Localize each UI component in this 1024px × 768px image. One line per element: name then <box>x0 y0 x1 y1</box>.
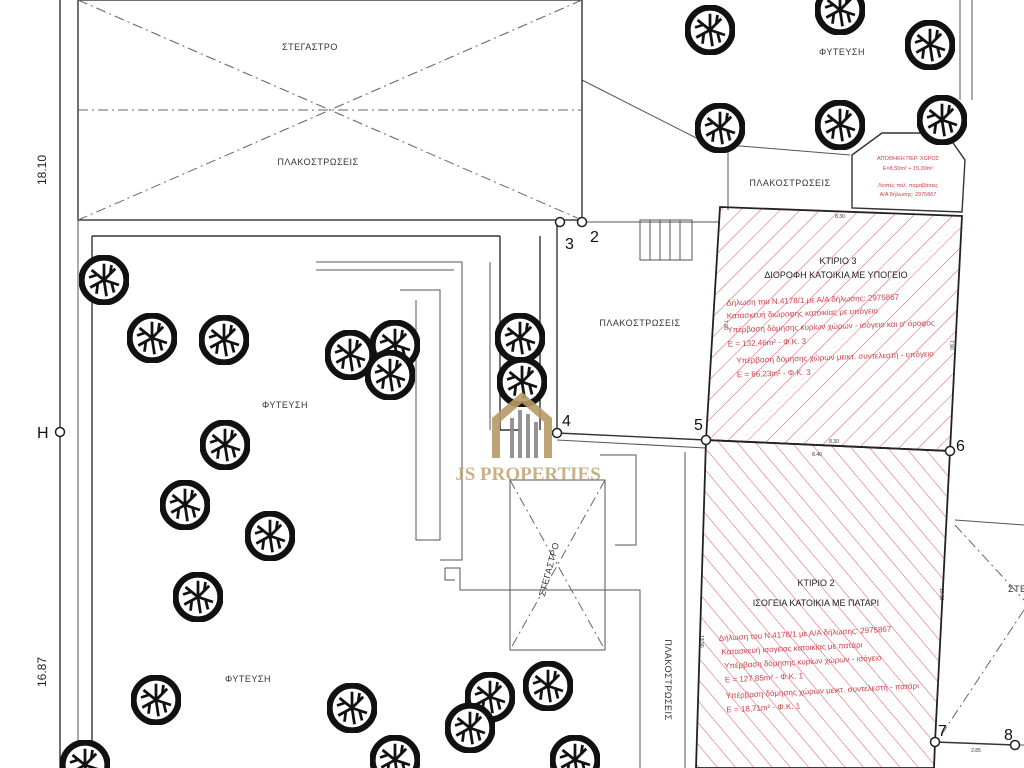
point-marker <box>576 216 588 228</box>
building-note: Ε = 127,85m² - Φ.Κ. 1 <box>725 671 804 684</box>
storage-note: Λοιπές πολ. παραβάσεις <box>878 182 938 189</box>
point-label: 4 <box>562 413 571 430</box>
tree-icon <box>526 664 571 709</box>
dimension-label: 8.30 <box>835 214 845 220</box>
plot-boundaries <box>59 0 1024 768</box>
planting-label: ΦΥΤΕΥΣΗ <box>225 674 271 684</box>
paving-label: ΠΛΑΚΟΣΤΡΩΣΕΙΣ <box>277 157 358 167</box>
point-label: 7 <box>938 723 947 740</box>
survey-points: 2 3 4 5 6 7 8 Η <box>37 216 1021 751</box>
point-label: 5 <box>694 417 703 434</box>
tree-icon <box>63 743 108 768</box>
point-label: Η <box>37 425 49 442</box>
tree-icon <box>448 706 493 751</box>
canopy-area-mid: ΣΤΕΓΑΣΤΡΟ <box>509 479 606 651</box>
canopy-area-top: ΣΤΕΓΑΣΤΡΟ ΠΛΑΚΟΣΤΡΩΣΕΙΣ <box>77 0 583 221</box>
tree-icon <box>908 23 953 68</box>
tree-icon <box>698 106 743 151</box>
planting-label: ΦΥΤΕΥΣΗ <box>262 400 308 410</box>
tree-icon <box>688 8 733 53</box>
dimension-label: 2.85 <box>971 748 981 754</box>
planting-label: ΦΥΤΕΥΣΗ <box>819 47 865 57</box>
building-subtitle: ΙΣΟΓΕΙΑ ΚΑΤΟΙΚΙΑ ΜΕ ΠΑΤΑΡΙ <box>753 598 879 608</box>
point-marker <box>554 216 566 228</box>
storage-note: Α/Α δήλωσης: 2975867 <box>880 191 937 198</box>
tree-icon <box>82 258 127 303</box>
canopy-label: ΣΤΕΓΑΣΤΡΟ <box>537 541 561 597</box>
point-marker <box>551 427 563 439</box>
dimension-label: 7.90 <box>722 320 728 330</box>
tree-icon <box>920 98 965 143</box>
paving-label: ΠΛΑΚΟΣΤΡΩΣΕΙΣ <box>749 178 830 188</box>
dimension-label: 13.90 <box>698 635 704 648</box>
building-note: Ε = 18,71m² - Φ.Κ. 1 <box>726 702 801 715</box>
tree-icon <box>818 0 863 33</box>
building-2: ΚΤΙΡΙΟ 2 ΙΣΟΓΕΙΑ ΚΑΤΟΙΚΙΑ ΜΕ ΠΑΤΑΡΙ Δήλω… <box>695 439 1016 768</box>
point-label: 2 <box>590 229 599 246</box>
tree-icon <box>373 738 418 768</box>
paving-label: ΠΛΑΚΟΣΤΡΩΣΕΙΣ <box>599 318 680 328</box>
storage-building: ΑΠΟΘΗΚΗ ΠΕΡ. ΧΩΡΟΣ Ε=8,50m² + 15,00m² Λο… <box>851 132 966 213</box>
tree-icon <box>163 483 208 528</box>
dimension-label: 8.40 <box>812 452 822 458</box>
tree-icon <box>176 575 221 620</box>
point-marker <box>944 445 956 457</box>
watermark-logo: JS PROPERTIES <box>455 392 601 485</box>
building-subtitle: ΔΙΟΡΟΦΗ ΚΑΤΟΙΚΙΑ ΜΕ ΥΠΟΓΕΙΟ <box>764 270 907 280</box>
dimension-label: 10.00 <box>938 588 944 601</box>
point-label: 3 <box>565 236 574 253</box>
tree-icon <box>130 316 175 361</box>
tree-icon <box>203 423 248 468</box>
point-label: 6 <box>956 438 965 455</box>
tree-icon <box>818 103 863 148</box>
point-marker <box>54 426 66 438</box>
tree-icon <box>134 678 179 723</box>
point-marker <box>700 434 712 446</box>
tree-icon <box>553 738 598 768</box>
tree-icon <box>202 318 247 363</box>
tree-icon <box>330 686 375 731</box>
tree-icon <box>248 514 293 559</box>
canopy-label: ΣΤΕ <box>1008 584 1024 594</box>
dimension-left-top: 18.10 <box>35 155 49 185</box>
building-note: Ε = 66,23m² - Φ.Κ. 3 <box>737 368 812 380</box>
watermark-text: JS PROPERTIES <box>455 464 601 485</box>
point-marker <box>1009 739 1021 751</box>
stairs <box>639 219 693 261</box>
storage-area: Ε=8,50m² + 15,00m² <box>883 166 934 172</box>
building-3: ΚΤΙΡΙΟ 3 ΔΙΟΡΟΦΗ ΚΑΤΟΙΚΙΑ ΜΕ ΥΠΟΓΕΙΟ Δήλ… <box>705 206 963 452</box>
building-title: ΚΤΙΡΙΟ 2 <box>797 578 834 588</box>
building-note: Ε = 132,46m² - Φ.Κ. 3 <box>728 337 807 349</box>
point-label: 8 <box>1004 727 1013 744</box>
tree-icon <box>498 316 543 361</box>
storage-title: ΑΠΟΘΗΚΗ ΠΕΡ. ΧΩΡΟΣ <box>877 156 940 162</box>
dimension-left-bottom: 16.87 <box>35 657 49 687</box>
dimension-label: 8.30 <box>829 439 839 445</box>
building-title: ΚΤΙΡΙΟ 3 <box>819 256 856 266</box>
canopy-right <box>937 524 1024 741</box>
tree-icon <box>368 353 413 398</box>
canopy-label: ΣΤΕΓΑΣΤΡΟ <box>282 42 338 52</box>
point-marker <box>929 736 941 748</box>
dimension-label: 7.90 <box>948 340 954 350</box>
paving-label: ΠΛΑΚΟΣΤΡΩΣΕΙΣ <box>663 639 673 720</box>
